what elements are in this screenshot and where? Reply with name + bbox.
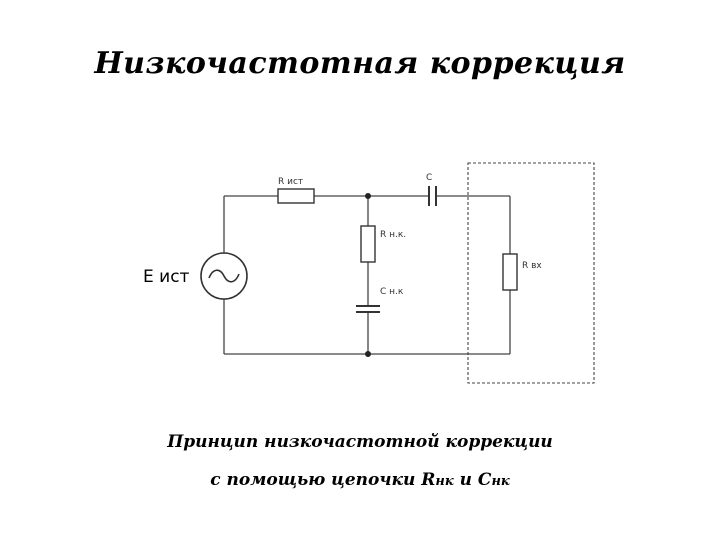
label-r-in: R вх <box>522 261 542 271</box>
caption-c-letter: С <box>477 470 492 490</box>
wires <box>223 195 511 355</box>
slide-title: Низкочастотная коррекция <box>94 46 626 81</box>
junction-bottom <box>365 351 371 357</box>
caption-line-2: с помощью цепочки Rнк и Снк <box>0 470 720 490</box>
label-c-nk: С н.к <box>380 287 404 297</box>
label-r-nk: R н.к. <box>380 230 406 240</box>
caption-prefix: с помощью цепочки <box>210 470 422 490</box>
label-c: С <box>426 173 432 183</box>
load-dashed-box <box>467 162 595 384</box>
resistor-r-in <box>502 253 518 291</box>
caption-r-letter: R <box>421 470 436 490</box>
caption-line-1: Принцип низкочастотной коррекции <box>167 432 553 452</box>
resistor-r-nk <box>360 225 376 263</box>
caption-c-sub: нк <box>491 474 510 489</box>
caption-conj: и <box>453 470 478 490</box>
ac-source-sine-icon <box>208 269 240 283</box>
label-source: Е ист <box>143 267 190 287</box>
resistor-r-source <box>277 188 315 204</box>
junction-top <box>365 193 371 199</box>
caption-r-sub: нк <box>435 474 454 489</box>
label-r-source: R ист <box>278 177 303 187</box>
